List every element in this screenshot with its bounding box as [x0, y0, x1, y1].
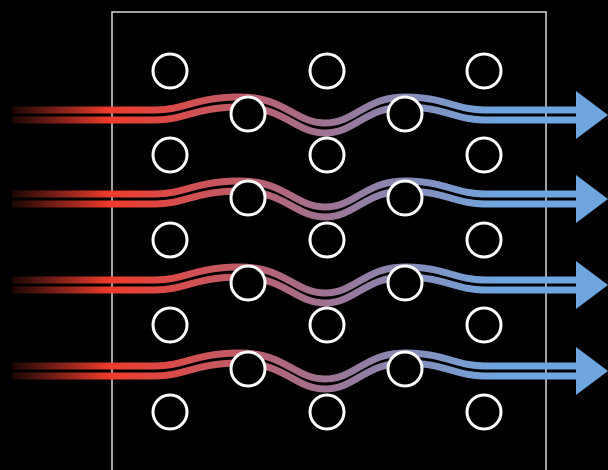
arrow-right-icon [576, 91, 608, 139]
flow-line-2-1 [12, 177, 582, 211]
circle-outline-icon [229, 95, 267, 133]
circle-outline-icon [386, 264, 424, 302]
arrow-right-icon [576, 347, 608, 395]
flow-line-4-2 [12, 359, 582, 393]
circle-outline-icon [465, 136, 503, 174]
circle-outline-icon [308, 221, 346, 259]
flow-line-1-2 [12, 103, 582, 137]
circle-outline-icon [308, 393, 346, 431]
circle-outline-icon [151, 393, 189, 431]
circle-outline-icon [308, 52, 346, 90]
circle-outline-icon [386, 350, 424, 388]
container-box [111, 11, 547, 470]
circle-outline-icon [386, 95, 424, 133]
circle-outline-icon [151, 52, 189, 90]
circle-outline-icon [465, 221, 503, 259]
flow-line-1-1 [12, 93, 582, 127]
obstacle-grid [151, 52, 503, 431]
flow-channels [12, 91, 608, 395]
flow-line-3-1 [12, 263, 582, 297]
arrow-right-icon [576, 175, 608, 223]
flow-line-2-2 [12, 187, 582, 221]
circle-outline-icon [151, 221, 189, 259]
circle-outline-icon [151, 136, 189, 174]
circle-outline-icon [229, 179, 267, 217]
circle-outline-icon [151, 306, 189, 344]
circle-outline-icon [308, 306, 346, 344]
circle-outline-icon [465, 306, 503, 344]
circle-outline-icon [465, 52, 503, 90]
circle-outline-icon [465, 393, 503, 431]
circle-outline-icon [308, 136, 346, 174]
flow-line-4-1 [12, 349, 582, 383]
circle-outline-icon [229, 264, 267, 302]
circle-outline-icon [386, 179, 424, 217]
circle-outline-icon [229, 350, 267, 388]
flow-line-3-2 [12, 273, 582, 307]
arrow-right-icon [576, 261, 608, 309]
